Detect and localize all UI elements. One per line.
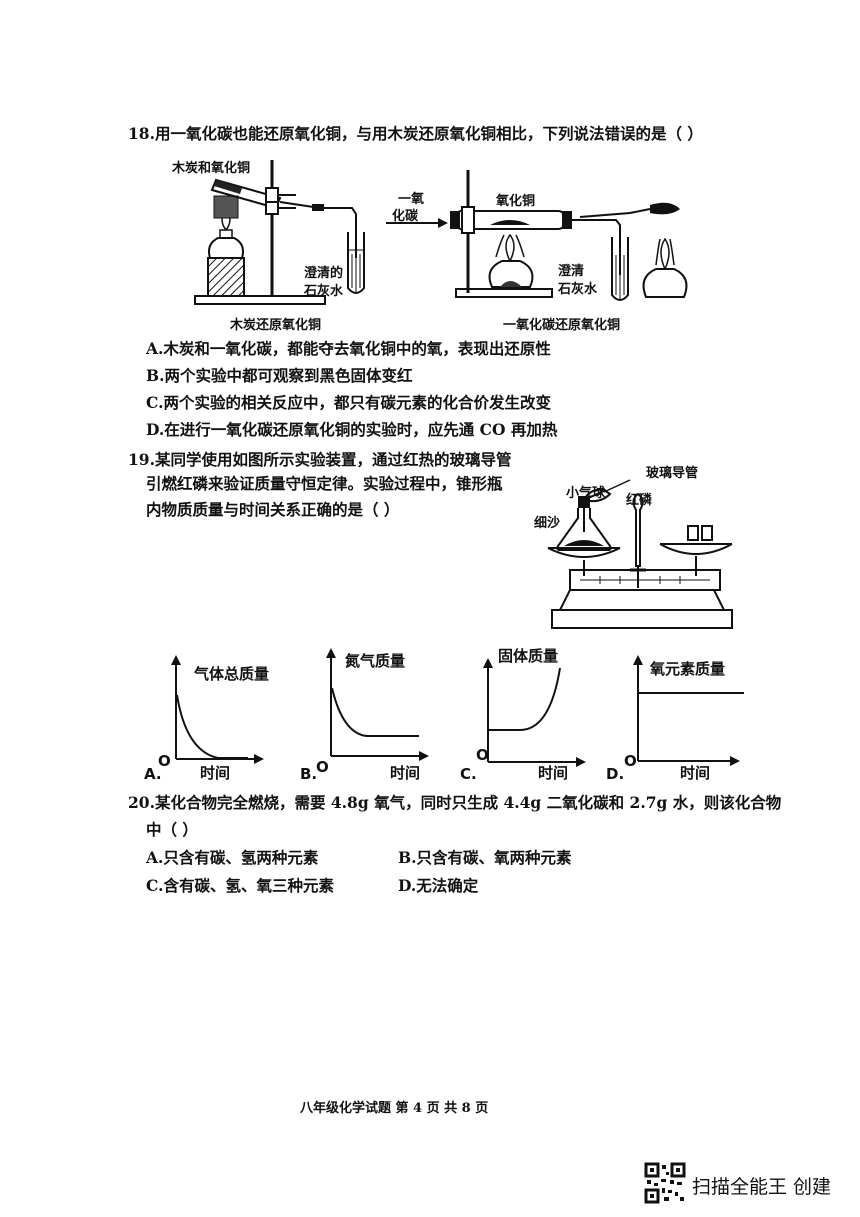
graph-c-origin: O — [476, 746, 489, 764]
label-limewater-right-1: 澄清 — [558, 264, 585, 279]
q20-option-a: A.只含有碳、氢两种元素 — [146, 848, 319, 867]
qr-code-icon — [644, 1162, 686, 1204]
caption-charcoal-reduction: 木炭还原氧化铜 — [230, 318, 322, 333]
label-fine-sand: 细沙 — [534, 516, 561, 531]
q19-stem-line3: 内物质质量与时间关系正确的是（ ） — [146, 500, 400, 519]
graph-c — [483, 658, 586, 767]
q20-option-d: D.无法确定 — [398, 876, 479, 895]
graph-d — [633, 655, 744, 766]
watermark-text: 扫描全能王 创建 — [692, 1176, 832, 1198]
q20-stem-line2: 中（ ） — [146, 820, 198, 839]
graph-a-letter: A. — [144, 765, 162, 783]
balance-apparatus-figure — [547, 479, 733, 629]
graph-b-origin: O — [316, 758, 329, 776]
graph-a — [171, 655, 264, 764]
graph-c-ylabel: 固体质量 — [498, 647, 559, 665]
label-limewater-left-2: 石灰水 — [304, 284, 344, 299]
graph-a-origin: O — [158, 752, 171, 770]
label-red-phosphorus: 红磷 — [626, 493, 653, 508]
q18-option-d: D.在进行一氧化碳还原氧化铜的实验时，应先通 CO 再加热 — [146, 420, 558, 439]
graph-b-xlabel: 时间 — [390, 764, 421, 782]
q20-option-b: B.只含有碳、氧两种元素 — [398, 848, 572, 867]
q18-option-b: B.两个实验中都可观察到黑色固体变红 — [146, 366, 413, 385]
graph-a-xlabel: 时间 — [200, 764, 231, 782]
q20-stem-line1: 20.某化合物完全燃烧，需要 4.8g 氧气，同时只生成 4.4g 二氧化碳和 … — [128, 793, 782, 812]
q20-option-c: C.含有碳、氢、氧三种元素 — [146, 876, 334, 895]
label-co-2: 化碳 — [392, 209, 419, 224]
graph-d-xlabel: 时间 — [680, 764, 711, 782]
graph-a-ylabel: 气体总质量 — [194, 665, 270, 683]
page-footer: 八年级化学试题 第 4 页 共 8 页 — [300, 1101, 489, 1116]
graph-c-letter: C. — [460, 765, 477, 783]
q18-option-a: A.木炭和一氧化碳，都能夺去氧化铜中的氧，表现出还原性 — [146, 339, 551, 358]
q19-stem-line2: 引燃红磷来验证质量守恒定律。实验过程中，锥形瓶 — [146, 474, 503, 493]
graph-d-origin: O — [624, 752, 637, 770]
q18-stem: 18.用一氧化碳也能还原氧化铜，与用木炭还原氧化铜相比，下列说法错误的是（ ） — [128, 124, 703, 143]
graph-d-ylabel: 氧元素质量 — [650, 660, 726, 678]
graph-c-xlabel: 时间 — [538, 764, 569, 782]
label-cuo: 氧化铜 — [496, 194, 536, 209]
graph-b — [326, 648, 429, 761]
q19-stem-line1: 19.某同学使用如图所示实验装置，通过红热的玻璃导管 — [128, 450, 512, 469]
co-apparatus-figure — [386, 170, 688, 301]
graph-d-letter: D. — [606, 765, 625, 783]
graph-b-letter: B. — [300, 765, 318, 783]
label-charcoal-cuo: 木炭和氧化铜 — [172, 161, 251, 176]
label-glass-tube: 玻璃导管 — [646, 466, 699, 481]
q18-option-c: C.两个实验的相关反应中，都只有碳元素的化合价发生改变 — [146, 393, 551, 412]
charcoal-apparatus-figure — [194, 160, 365, 305]
label-limewater-right-2: 石灰水 — [558, 282, 598, 297]
label-co-1: 一氧 — [398, 192, 425, 207]
label-limewater-left-1: 澄清的 — [304, 266, 344, 281]
graph-b-ylabel: 氮气质量 — [345, 652, 406, 670]
caption-co-reduction: 一氧化碳还原氧化铜 — [503, 318, 621, 333]
